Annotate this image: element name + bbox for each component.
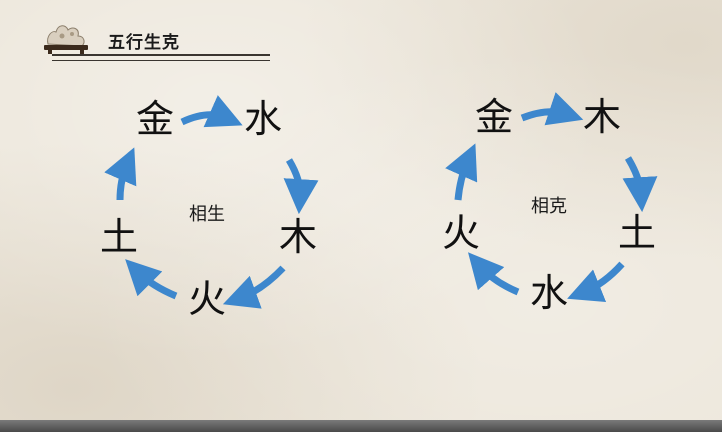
node-wood: 木 bbox=[279, 215, 317, 259]
title-rule-thin bbox=[52, 60, 270, 61]
cycle-arrow bbox=[622, 156, 658, 213]
cycle-arrow bbox=[520, 92, 584, 126]
cycle-arrow bbox=[468, 252, 520, 296]
node-earth: 土 bbox=[618, 211, 656, 255]
bottom-bar bbox=[0, 420, 722, 432]
center-label-generating: 相生 bbox=[189, 204, 225, 225]
cycle-arrow bbox=[283, 158, 319, 215]
node-fire: 火 bbox=[442, 211, 480, 255]
cycle-arrow bbox=[222, 265, 286, 309]
cycle-arrow bbox=[180, 95, 243, 128]
cycle-arrow bbox=[104, 147, 137, 201]
center-label-overcoming: 相克 bbox=[531, 196, 567, 217]
cycle-arrow bbox=[567, 261, 625, 303]
node-metal: 金 bbox=[136, 97, 174, 141]
cycle-arrow bbox=[445, 143, 478, 201]
cycle-arrow bbox=[125, 259, 178, 300]
scholar-rock-icon bbox=[38, 18, 94, 58]
page-title: 五行生克 bbox=[108, 33, 180, 53]
generating-cycle: 金 水 木 火 土 相生 bbox=[100, 95, 319, 321]
node-metal: 金 bbox=[475, 95, 513, 139]
node-water: 水 bbox=[244, 97, 282, 141]
title-rule bbox=[52, 54, 270, 56]
node-wood: 木 bbox=[583, 95, 621, 139]
overcoming-cycle: 金 木 土 水 火 相克 bbox=[442, 92, 658, 315]
node-fire: 火 bbox=[188, 277, 226, 321]
node-water: 水 bbox=[530, 271, 568, 315]
node-earth: 土 bbox=[100, 215, 138, 259]
